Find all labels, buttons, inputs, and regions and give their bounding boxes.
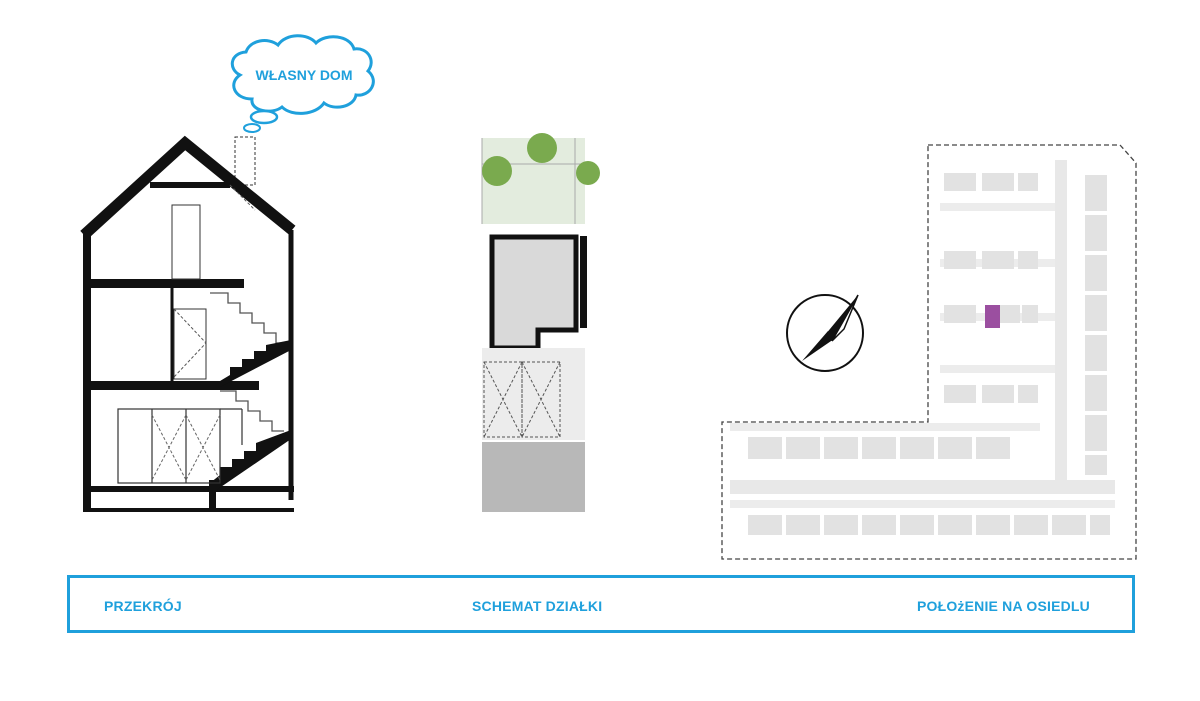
tree-icon bbox=[527, 133, 557, 163]
cloud-text: WŁASNY DOM bbox=[256, 67, 353, 83]
house-cross-section: WŁASNY DOM bbox=[70, 25, 430, 520]
legend-bar: PRZEKRÓJ SCHEMAT DZIAŁKI POŁOżENIE NA OS… bbox=[67, 575, 1135, 633]
plot-schematic bbox=[470, 130, 600, 520]
estate-drawing bbox=[721, 144, 1137, 560]
thought-cloud-icon bbox=[230, 34, 375, 133]
plot-label: SCHEMAT DZIAŁKI bbox=[472, 598, 603, 614]
north-compass-icon bbox=[786, 294, 864, 372]
location-label: POŁOżENIE NA OSIEDLU bbox=[916, 598, 1090, 614]
tree-icon bbox=[576, 161, 600, 185]
tree-icon bbox=[482, 156, 512, 186]
plot-drawing bbox=[481, 133, 600, 512]
cross-section-drawing: WŁASNY DOM bbox=[80, 34, 375, 512]
estate-location-map bbox=[710, 135, 1150, 570]
section-label: PRZEKRÓJ bbox=[104, 598, 182, 614]
highlighted-house-marker bbox=[985, 305, 1000, 328]
